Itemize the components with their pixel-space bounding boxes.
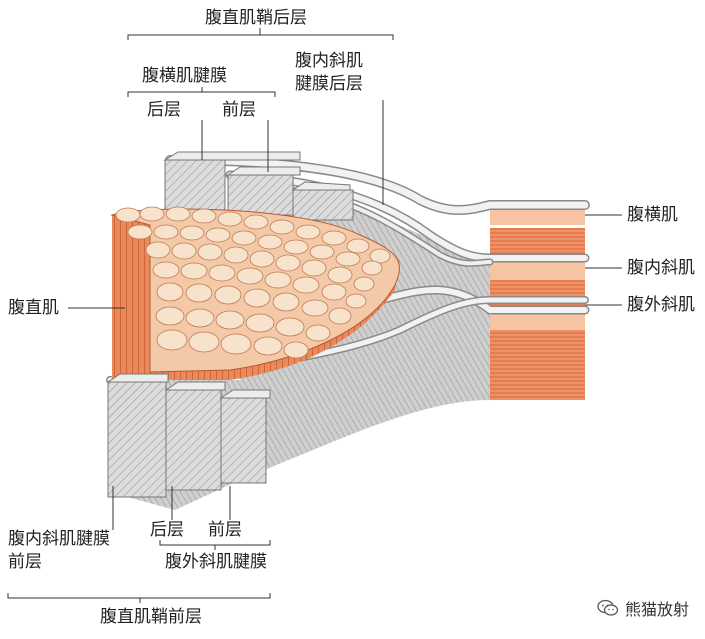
- label-transversus-aponeurosis: 腹横肌腱膜: [142, 66, 227, 86]
- bracket-external-oblique-aponeurosis: [159, 540, 271, 546]
- muscle-fiber-ends: [115, 206, 391, 359]
- posterior-sheath-blocks: [163, 151, 354, 221]
- label-external-oblique-aponeurosis: 腹外斜肌腱膜: [165, 552, 267, 572]
- label-internal-oblique-aponeurosis-posterior: 腹内斜肌 腱膜后层: [295, 51, 363, 94]
- wechat-icon: [597, 599, 619, 616]
- label-rectus-sheath-posterior: 腹直肌鞘后层: [205, 8, 307, 28]
- label-external-oblique-aponeurosis-anterior: 前层: [208, 520, 242, 540]
- label-internal-oblique-muscle: 腹内斜肌: [627, 258, 695, 278]
- watermark: 熊猫放射: [597, 596, 689, 620]
- anterior-sheath-blocks: [106, 373, 271, 498]
- label-external-oblique-muscle: 腹外斜肌: [627, 295, 695, 315]
- bracket-transversus-aponeurosis: [127, 91, 276, 97]
- label-rectus-muscle: 腹直肌: [8, 298, 59, 318]
- external-oblique-layer: [490, 312, 585, 400]
- label-rectus-sheath-anterior: 腹直肌鞘前层: [100, 607, 202, 627]
- leader-lines: [7, 28, 622, 603]
- transversus-muscle-layer: [490, 205, 585, 258]
- watermark-text: 熊猫放射: [624, 600, 689, 619]
- label-transversus-aponeurosis-posterior: 后层: [147, 100, 181, 120]
- label-external-oblique-aponeurosis-posterior: 后层: [150, 520, 184, 540]
- rectus-muscle: [110, 206, 400, 380]
- bracket-sheath-posterior: [127, 34, 394, 40]
- label-transversus-aponeurosis-anterior: 前层: [222, 100, 256, 120]
- label-transversus-muscle: 腹横肌: [627, 205, 678, 225]
- label-internal-oblique-aponeurosis-anterior: 腹内斜肌腱膜 前层: [8, 529, 110, 572]
- internal-oblique-layer: [490, 262, 585, 310]
- bracket-sheath-anterior: [7, 593, 271, 599]
